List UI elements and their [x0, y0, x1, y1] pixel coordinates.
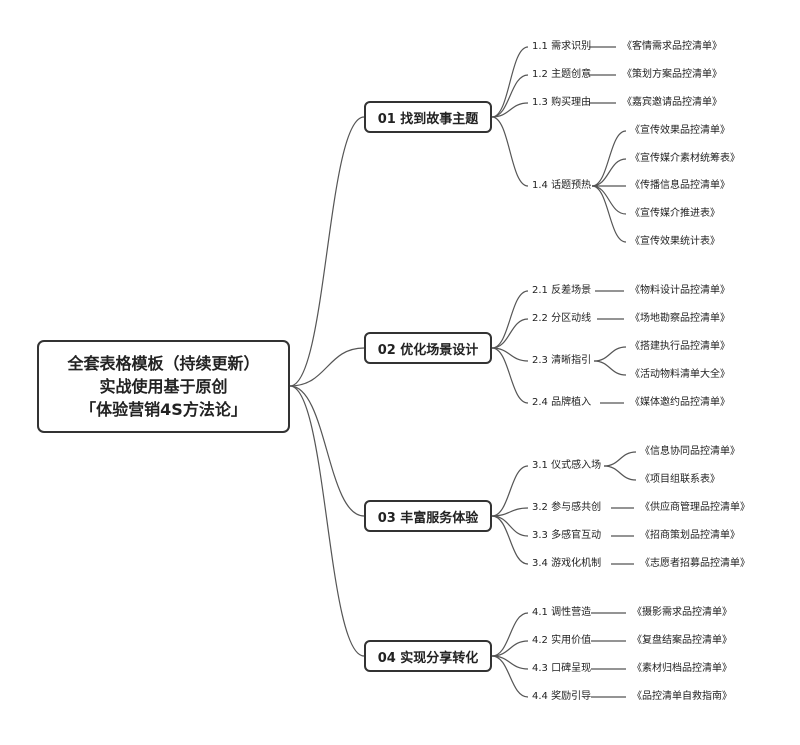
- branch-2-to-topic-2: [491, 318, 529, 349]
- fan-3-link-1: [603, 451, 637, 467]
- topic-2-3: 2.3 清晰指引: [532, 355, 592, 366]
- sheet-2-4-a: 《媒体邀约品控清单》: [630, 397, 730, 408]
- sheet-4-2-a: 《复盘结案品控清单》: [632, 635, 732, 646]
- fan-1-link-1: [591, 130, 627, 187]
- topic-4-4: 4.4 奖励引导: [532, 691, 592, 702]
- branch-3-to-topic-3: [491, 515, 529, 537]
- topic-2-2: 2.2 分区动线: [532, 313, 592, 324]
- fan-1-link-2: [591, 158, 627, 187]
- topic-1-2: 1.2 主题创意: [532, 69, 592, 80]
- sheet-1-3-a: 《嘉宾邀请品控清单》: [622, 97, 722, 108]
- topic-2-4: 2.4 品牌植入: [532, 397, 592, 408]
- root-to-branch-4: [289, 385, 365, 657]
- sheet-3-2-a: 《供应商管理品控清单》: [640, 502, 750, 513]
- sheet-1-4-d: 《宣传媒介推进表》: [630, 208, 720, 219]
- sheet-1-1-a: 《客情需求品控清单》: [622, 41, 722, 52]
- topic-4-1: 4.1 调性营造: [532, 607, 592, 618]
- topic-1-1: 1.1 需求识别: [532, 41, 592, 52]
- root-title-line-1: 全套表格模板（持续更新）: [67, 354, 260, 373]
- branch-2-to-topic-4: [491, 347, 529, 404]
- root-node: 全套表格模板（持续更新） 实战使用基于原创 「体验营销4S方法论」: [37, 340, 290, 433]
- branch-node-03: 03 丰富服务体验: [364, 500, 492, 532]
- branch-2-to-topic-1: [491, 290, 529, 349]
- root-to-branch-3: [289, 385, 365, 517]
- sheet-1-4-b: 《宣传媒介素材统筹表》: [630, 153, 740, 164]
- branch-4-to-topic-1: [491, 612, 529, 657]
- sheet-3-3-a: 《招商策划品控清单》: [640, 530, 740, 541]
- branch-1-to-topic-3: [491, 102, 529, 118]
- topic-3-4: 3.4 游戏化机制: [532, 558, 602, 569]
- topic-4-2: 4.2 实用价值: [532, 635, 592, 646]
- sheet-2-3-b: 《活动物料清单大全》: [630, 369, 730, 380]
- branch-3-to-topic-4: [491, 515, 529, 565]
- branch-1-to-topic-4: [491, 116, 529, 187]
- topic-1-3: 1.3 购买理由: [532, 97, 592, 108]
- topic-1-4: 1.4 话题预热: [532, 180, 592, 191]
- sheet-1-4-e: 《宣传效果统计表》: [630, 236, 720, 247]
- branch-node-01: 01 找到故事主题: [364, 101, 492, 133]
- fan-1-link-4: [591, 185, 627, 215]
- root-to-branch-1: [289, 116, 365, 387]
- topic-2-1: 2.1 反差场景: [532, 285, 592, 296]
- topic-3-1: 3.1 仪式感入场: [532, 460, 602, 471]
- sheet-4-1-a: 《摄影需求品控清单》: [632, 607, 732, 618]
- root-title-line-2: 实战使用基于原创: [99, 377, 228, 396]
- sheet-1-2-a: 《策划方案品控清单》: [622, 69, 722, 80]
- branch-1-to-topic-2: [491, 74, 529, 118]
- topic-3-2: 3.2 参与感共创: [532, 502, 602, 513]
- root-to-branch-2: [289, 347, 365, 387]
- sheet-3-4-a: 《志愿者招募品控清单》: [640, 558, 750, 569]
- branch-node-04: 04 实现分享转化: [364, 640, 492, 672]
- branch-node-02: 02 优化场景设计: [364, 332, 492, 364]
- branch-3-to-topic-1: [491, 465, 529, 517]
- branch-4-to-topic-4: [491, 655, 529, 698]
- sheet-2-2-a: 《场地勘察品控清单》: [630, 313, 730, 324]
- sheet-4-3-a: 《素材归档品控清单》: [632, 663, 732, 674]
- sheet-3-1-b: 《项目组联系表》: [640, 474, 720, 485]
- root-title-line-3: 「体验营销4S方法论」: [80, 400, 247, 419]
- sheet-1-4-c: 《传播信息品控清单》: [630, 180, 730, 191]
- sheet-2-1-a: 《物料设计品控清单》: [630, 285, 730, 296]
- fan-2-link-2: [593, 360, 627, 376]
- sheet-1-4-a: 《宣传效果品控清单》: [630, 125, 730, 136]
- sheet-2-3-a: 《搭建执行品控清单》: [630, 341, 730, 352]
- fan-3-link-2: [603, 465, 637, 481]
- branch-4-to-topic-2: [491, 640, 529, 657]
- fan-2-link-1: [593, 346, 627, 362]
- branch-1-to-topic-1: [491, 46, 529, 118]
- fan-1-link-5: [591, 185, 627, 243]
- sheet-4-4-a: 《品控清单自救指南》: [632, 691, 732, 702]
- topic-4-3: 4.3 口碑呈现: [532, 663, 592, 674]
- sheet-3-1-a: 《信息协同品控清单》: [640, 446, 740, 457]
- topic-3-3: 3.3 多感官互动: [532, 530, 602, 541]
